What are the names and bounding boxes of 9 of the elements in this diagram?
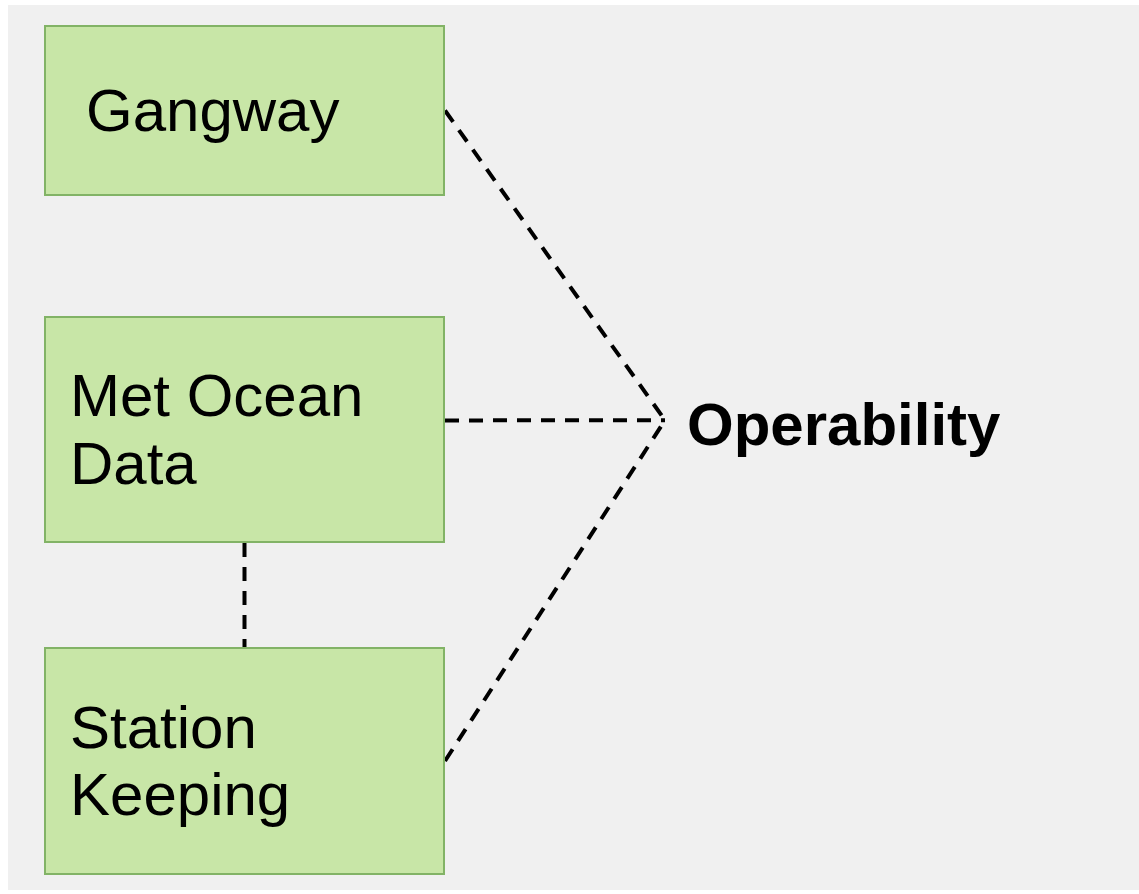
- box-label: Met Ocean Data: [70, 362, 365, 497]
- box-label: Station Keeping: [70, 693, 292, 829]
- dashed-connector: [242, 543, 247, 647]
- dashed-connector: [445, 418, 665, 423]
- process-box: [44, 647, 445, 875]
- box-label: Gangway: [86, 76, 340, 145]
- process-box: [44, 25, 445, 196]
- process-box: [44, 316, 445, 543]
- node-label: Operability: [687, 391, 1001, 459]
